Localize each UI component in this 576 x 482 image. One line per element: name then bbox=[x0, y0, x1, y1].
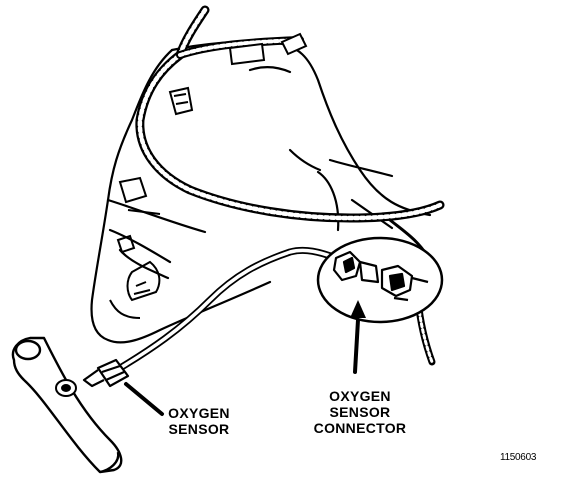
connector-label-line-2: SENSOR bbox=[329, 404, 391, 420]
leader-arrowhead bbox=[350, 300, 366, 318]
oxygen-sensor-shape bbox=[82, 358, 130, 388]
oxygen-sensor-connector-shape bbox=[332, 250, 429, 302]
engine-mount-details bbox=[109, 176, 161, 319]
exhaust-pipe bbox=[11, 336, 123, 474]
figure-number: 1150603 bbox=[500, 452, 537, 463]
sensor-boss-on-pipe bbox=[55, 379, 77, 397]
harness-clips bbox=[168, 32, 308, 116]
oxygen-sensor-label-line-1: OXYGEN bbox=[168, 405, 230, 421]
oxygen-sensor-wire bbox=[116, 246, 340, 372]
callout-leader-lines bbox=[124, 318, 360, 416]
oxygen-sensor-label-line-2: SENSOR bbox=[168, 421, 230, 437]
oxygen-sensor-label: OXYGEN SENSOR bbox=[158, 405, 240, 437]
connector-label-line-3: CONNECTOR bbox=[313, 420, 407, 436]
connector-label-line-1: OXYGEN bbox=[329, 388, 391, 404]
oxygen-sensor-connector-label: OXYGEN SENSOR CONNECTOR bbox=[304, 388, 416, 436]
